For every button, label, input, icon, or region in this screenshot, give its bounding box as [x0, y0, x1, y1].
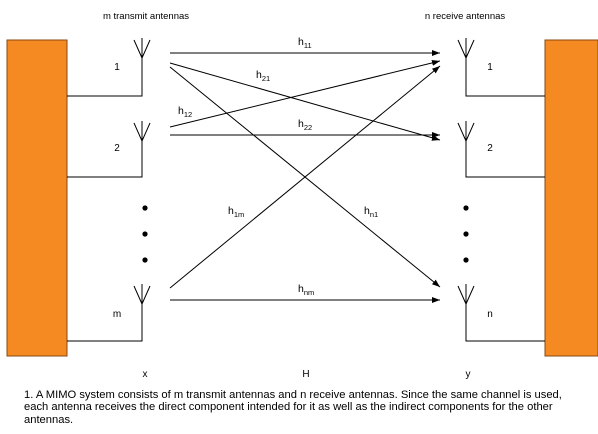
channel-arrow-h12: [169, 59, 441, 128]
receive-ellipsis-dot: [463, 257, 469, 263]
vector-x-label: x: [143, 369, 148, 380]
channel-label-h22: h22: [298, 118, 312, 132]
channel-label-h1m: h1m: [228, 205, 244, 219]
receive-antenna-label-n: n: [487, 309, 493, 320]
transmit-ellipsis-dot: [142, 231, 148, 237]
transmit-antenna-1: [67, 38, 151, 97]
receive-antenna-label-2: 2: [487, 143, 493, 154]
transmit-antenna-m: [67, 284, 151, 342]
figure-caption: 1. A MIMO system consists of m transmit …: [24, 389, 562, 426]
receive-antenna-1: [457, 38, 545, 97]
channel-label-hn1: hn1: [364, 205, 378, 219]
receive-antenna-2: [457, 121, 545, 178]
channel-arrow-h21: [169, 62, 441, 141]
channel-arrow-h1m: [169, 65, 441, 289]
vector-y-label: y: [466, 369, 471, 380]
receive-antenna-n: [457, 284, 545, 342]
channel-label-hnm: hnm: [298, 283, 314, 297]
transmit-antenna-label-1: 1: [114, 62, 120, 73]
transmitter-block: [6, 39, 68, 357]
receiver-block: [544, 39, 598, 357]
transmit-header: m transmit antennas: [103, 11, 189, 22]
channel-label-h21: h21: [256, 69, 270, 83]
transmit-antenna-label-2: 2: [114, 143, 120, 154]
transmit-antenna-label-m: m: [113, 309, 121, 320]
channel-label-h12: h12: [178, 105, 192, 119]
receive-antenna-label-1: 1: [487, 62, 493, 73]
transmit-ellipsis-dot: [142, 257, 148, 263]
matrix-H-label: H: [302, 369, 309, 380]
channel-label-h11: h11: [298, 36, 312, 50]
receive-header: n receive antennas: [425, 11, 506, 22]
receive-ellipsis-dot: [463, 231, 469, 237]
transmit-antenna-2: [67, 121, 151, 178]
receive-ellipsis-dot: [463, 205, 469, 211]
transmit-ellipsis-dot: [142, 205, 148, 211]
